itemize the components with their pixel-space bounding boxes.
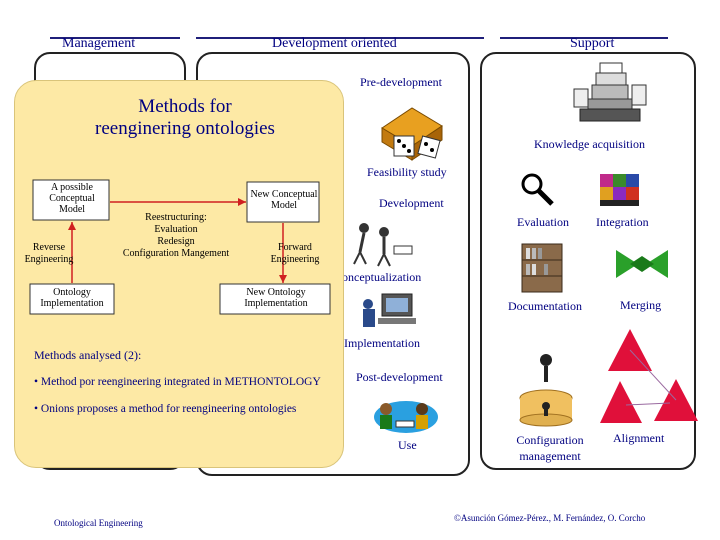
documentation-label: Documentation [508, 299, 582, 313]
restructuring-block: Reestructuring: Evaluation Redesign Conf… [112, 212, 240, 260]
overlay-title-line2: reenginering ontologies [95, 118, 275, 139]
blocks-dice-illustration [381, 107, 443, 161]
forward-engineering-arrowhead [279, 275, 287, 283]
reengineering-overlay [14, 80, 344, 468]
new-ontology-implementation-text: New Ontology Implementation [244, 287, 308, 309]
restructuring-redesign: Redesign [157, 236, 195, 247]
forward-engineering-text: Forward Engineering [270, 242, 320, 265]
handshake-illustration [374, 401, 438, 433]
support-panel [480, 52, 696, 470]
alignment-triangles-icon [600, 329, 698, 423]
evaluation-label: Evaluation [517, 215, 569, 229]
post-development-label: Post-development [356, 370, 443, 384]
configuration-icon [519, 354, 573, 427]
new-conceptual-model-text: New Conceptual Model [250, 189, 318, 211]
configuration-management-label: Configuration management [516, 433, 584, 463]
computer-user-illustration [363, 293, 416, 327]
bookshelf-icon [521, 243, 563, 293]
merging-label: Merging [620, 298, 662, 312]
restructuring-evaluation: Evaluation [154, 224, 198, 235]
footer-left: Ontological Engineering [54, 518, 143, 528]
header-rule-right [500, 37, 668, 39]
restructuring-configuration: Configuration Mangement [122, 248, 230, 259]
header-support: Support [570, 36, 615, 51]
use-label: Use [398, 438, 417, 452]
reverse-engineering-arrowhead [68, 222, 76, 230]
methods-bullet-2: • Onions proposes a method for reenginee… [34, 403, 297, 415]
header-development-oriented: Development oriented [272, 36, 397, 51]
ontology-implementation-text: Ontology Implementation [40, 287, 104, 309]
methods-analysed-heading: Methods analysed (2): [34, 348, 142, 362]
development-label: Development [379, 196, 444, 210]
alignment-label: Alignment [613, 431, 665, 445]
ontology-implementation-box [29, 283, 115, 315]
overlay-title: Methods for reenginering ontologies [40, 96, 330, 140]
new-ontology-implementation-box [219, 283, 331, 315]
pre-development-label: Pre-development [360, 75, 442, 89]
methods-bullet-1: • Method por reengineering integrated in… [34, 376, 321, 388]
header-rule-middle [196, 37, 484, 39]
restructuring-arrowhead [238, 198, 246, 206]
puzzle-icon [600, 174, 639, 206]
new-conceptual-model-box [246, 181, 320, 223]
implementation-label: Implementation [344, 336, 420, 350]
feasibility-study-label: Feasibility study [367, 165, 447, 179]
conceptual-model-box [32, 179, 110, 221]
restructuring-heading: Reestructuring: [145, 212, 207, 223]
header-rule-left [50, 37, 180, 39]
meeting-people-illustration [353, 223, 413, 267]
papers-stack-icon [573, 62, 647, 122]
integration-label: Integration [596, 215, 649, 229]
knowledge-acquisition-label: Knowledge acquisition [534, 137, 645, 151]
header-management: Management [62, 36, 136, 51]
merging-arrows-icon [616, 250, 668, 278]
overlay-title-line1: Methods for [138, 96, 232, 117]
magnifier-icon [521, 173, 554, 206]
conceptual-model-text: A possible Conceptual Model [49, 182, 95, 215]
conceptualization-label: Conceptualization [334, 270, 422, 284]
reverse-engineering-text: Reverse Engineering [24, 242, 74, 265]
footer-right: ©Asunción Gómez-Pérez., M. Fernández, O.… [454, 513, 646, 523]
